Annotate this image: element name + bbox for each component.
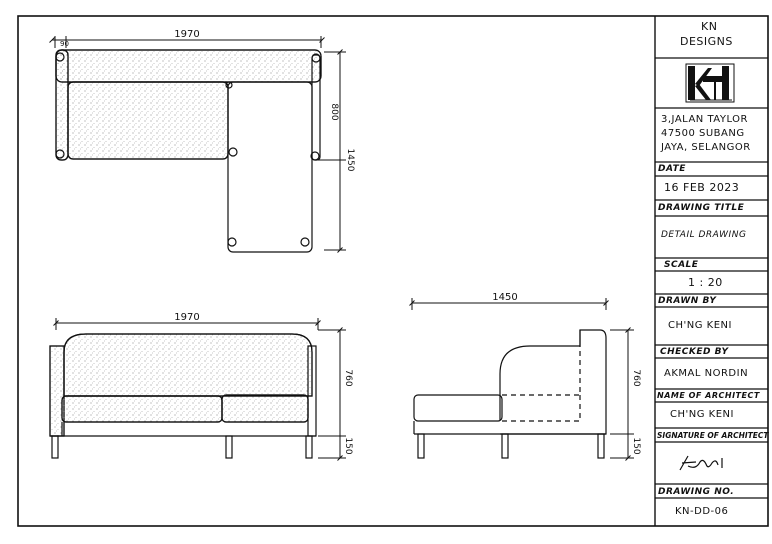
drawn-by-label: DRAWN BY <box>658 296 717 306</box>
front-dimensions <box>53 318 346 461</box>
scale-label: SCALE <box>664 260 699 270</box>
kn-logo <box>685 63 735 103</box>
side-elevation <box>413 329 607 459</box>
drawing-title-value: DETAIL DRAWING <box>661 230 747 240</box>
front-elevation <box>49 333 317 459</box>
title-block-lines <box>655 57 768 499</box>
date-value: 16 FEB 2023 <box>664 181 740 194</box>
front-width-label: 1970 <box>174 312 199 323</box>
company-name-line2: DESIGNS <box>680 35 733 48</box>
side-width-label: 1450 <box>492 292 517 303</box>
plan-dimensions <box>49 36 346 253</box>
architect-value: CH'NG KENI <box>670 409 734 420</box>
signature-label: SIGNATURE OF ARCHITECT <box>657 431 769 440</box>
checked-by-label: CHECKED BY <box>660 347 729 357</box>
address-line3: JAYA, SELANGOR <box>661 142 751 153</box>
drawing-title-label: DRAWING TITLE <box>658 203 745 213</box>
checked-by-value: AKMAL NORDIN <box>664 368 749 379</box>
scale-value: 1 : 20 <box>688 276 723 289</box>
architect-label: NAME OF ARCHITECT <box>657 391 760 400</box>
plan-total-depth-label: 1450 <box>345 149 355 172</box>
company-name-line1: KN <box>701 20 718 33</box>
side-leg-label: 150 <box>631 437 641 454</box>
front-leg-label: 150 <box>343 437 353 454</box>
date-label: DATE <box>658 164 686 174</box>
side-dimensions <box>409 298 634 461</box>
drawn-by-value: CH'NG KENI <box>668 320 732 331</box>
drawing-no-value: KN-DD-06 <box>675 506 729 517</box>
plan-width-label: 1970 <box>174 29 199 40</box>
plan-depth-label: 800 <box>329 103 339 120</box>
plan-view <box>55 49 322 253</box>
address-line1: 3,JALAN TAYLOR <box>661 114 748 125</box>
address-line2: 47500 SUBANG <box>661 128 745 139</box>
side-height-label: 760 <box>631 369 641 386</box>
architect-signature <box>679 455 723 471</box>
plan-arm-label: 90 <box>60 40 69 48</box>
drawing-no-label: DRAWING NO. <box>658 487 735 497</box>
front-height-label: 760 <box>343 369 353 386</box>
